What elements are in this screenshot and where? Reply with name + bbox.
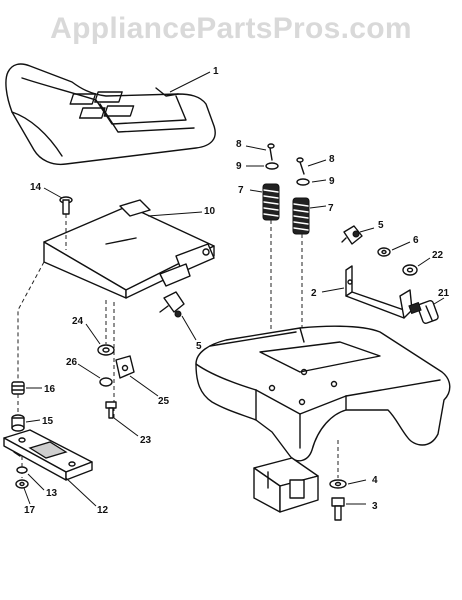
callout-26: 26 [66,357,78,368]
clamp-5-left [159,291,197,341]
mount-post [253,457,319,513]
callout-9-right: 9 [329,176,335,187]
bushing-16 [11,381,42,395]
callout-25: 25 [158,396,170,407]
callout-8-left: 8 [236,139,242,150]
callout-23: 23 [140,435,152,446]
seat-part [5,63,216,166]
callout-8-right: 8 [329,154,335,165]
callout-15: 15 [42,416,54,427]
fender-housing [195,325,451,462]
bracket-25 [115,355,159,397]
callout-2: 2 [311,288,317,299]
callout-21: 21 [438,288,450,299]
callout-6: 6 [413,235,419,246]
callout-4: 4 [372,475,378,486]
mounting-plate-12 [3,429,97,507]
callout-10: 10 [204,206,216,217]
washer-26 [77,363,113,387]
washer-4 [329,440,367,489]
callout-13: 13 [46,488,58,499]
callout-22: 22 [432,250,444,261]
spring-bolt-8-right [296,157,327,175]
nut-17 [15,479,31,505]
clamp-5-right [341,225,375,245]
bolt-3 [331,497,366,521]
callout-12: 12 [97,505,109,516]
callout-1: 1 [213,66,219,77]
callout-24: 24 [72,316,84,327]
spring-7-left [249,183,280,221]
washer-9-right [296,178,327,186]
callout-7-right: 7 [328,203,334,214]
spacer-15 [11,394,41,432]
washer-13 [16,456,45,491]
spring-bolt-8-left [245,143,275,161]
switch-21 [408,297,445,324]
bolt-14 [43,187,73,250]
watermark: AppliancePartsPros.com [50,12,412,45]
callout-14: 14 [30,182,42,193]
nut-6 [377,241,411,257]
nut-22 [402,257,431,276]
callout-17: 17 [24,505,36,516]
callout-3: 3 [372,501,378,512]
callout-5-right: 5 [378,220,384,231]
washer-9-left [246,162,279,170]
callout-9-left: 9 [236,161,242,172]
callout-7-left: 7 [238,185,244,196]
bolt-23 [105,401,139,437]
spring-7-right [292,197,327,235]
callout-5-left: 5 [196,341,202,352]
washer-24 [85,323,115,356]
seat-pan-part [43,199,215,299]
bracket-2 [321,265,413,319]
callout-16: 16 [44,384,56,395]
